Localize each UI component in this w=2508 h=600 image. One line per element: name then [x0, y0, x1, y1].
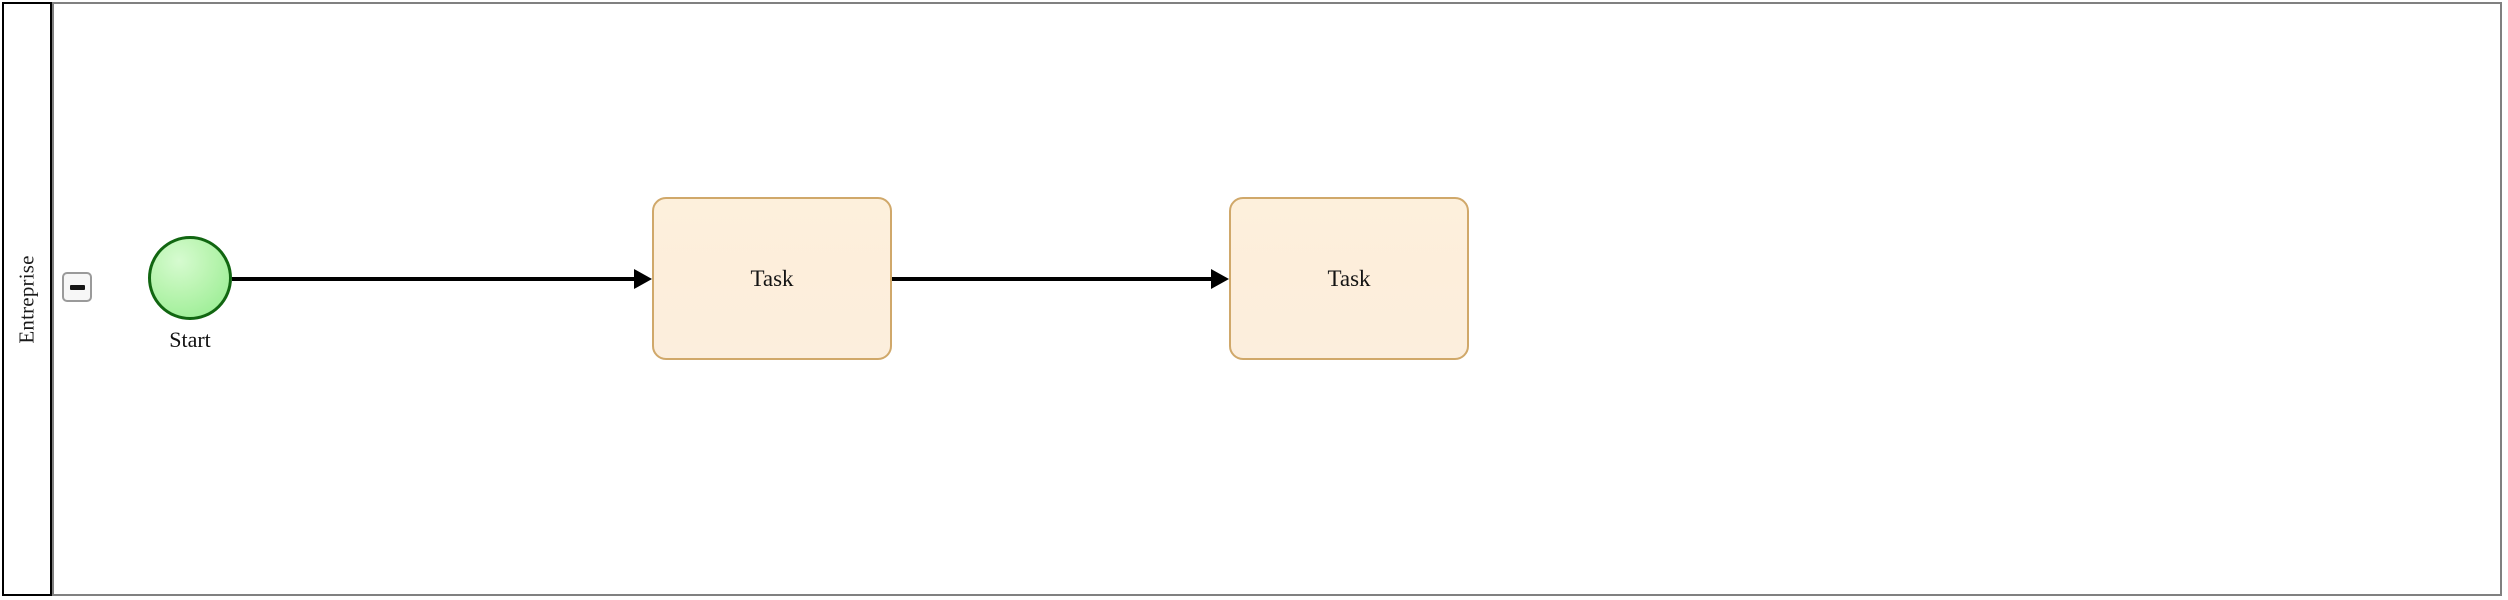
- pool-collapse-button[interactable]: [62, 272, 92, 302]
- pool-name-label: Entreprise: [14, 254, 39, 344]
- task-label: Task: [1327, 265, 1371, 291]
- start-event-node[interactable]: [148, 236, 232, 320]
- task-node-1[interactable]: Task: [652, 197, 892, 360]
- task-node-2[interactable]: Task: [1229, 197, 1469, 360]
- task-label: Task: [750, 265, 794, 291]
- start-event-label: Start: [169, 327, 211, 352]
- minus-icon: [69, 284, 85, 290]
- pool-header[interactable]: Entreprise: [2, 2, 52, 596]
